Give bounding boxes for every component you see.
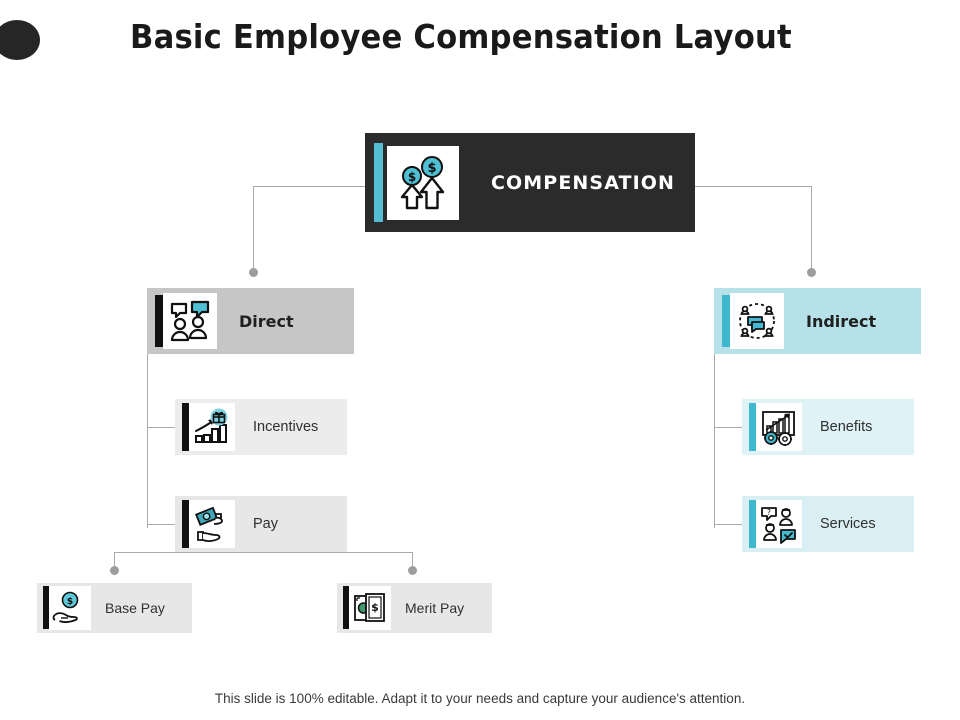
connector-comp-to-direct-horizontal: [253, 186, 365, 187]
node-compensation[interactable]: $ $ COMPENSATION: [365, 133, 695, 232]
node-label-merit-pay: Merit Pay: [405, 600, 465, 616]
chart-gears-icon: [756, 403, 802, 451]
connector-indirect-to-benefits: [714, 427, 742, 428]
accent-bar-services: [749, 500, 756, 548]
connector-dot-meritpay: [408, 566, 417, 575]
connector-direct-spine: [147, 354, 148, 528]
connector-dot-basepay: [110, 566, 119, 575]
node-label-pay: Pay: [253, 516, 278, 532]
node-label-compensation: COMPENSATION: [491, 171, 676, 194]
page-title: Basic Employee Compensation Layout: [130, 17, 792, 56]
node-label-direct: Direct: [239, 311, 294, 331]
connector-comp-to-indirect-vertical: [811, 186, 812, 270]
node-label-benefits: Benefits: [820, 419, 873, 435]
node-pay[interactable]: Pay: [175, 496, 347, 552]
node-label-incentives: Incentives: [253, 419, 319, 435]
connector-pay-split-horizontal: [114, 552, 413, 553]
hands-exchange-money-icon: [189, 500, 235, 548]
node-indirect[interactable]: Indirect: [714, 288, 921, 354]
svg-text:?: ?: [767, 508, 771, 517]
footer-note: This slide is 100% editable. Adapt it to…: [214, 691, 746, 706]
connector-indirect-spine: [714, 354, 715, 528]
node-direct[interactable]: Direct: [147, 288, 354, 354]
node-label-services: Services: [820, 516, 876, 532]
accent-bar-indirect: [722, 295, 730, 347]
accent-bar-compensation: [374, 143, 383, 222]
svg-text:$: $: [371, 601, 379, 614]
money-growth-arrows-icon: $ $: [387, 145, 459, 220]
node-benefits[interactable]: Benefits: [742, 399, 914, 455]
svg-text:$: $: [408, 170, 416, 184]
node-label-base-pay: Base Pay: [105, 600, 165, 616]
accent-bar-benefits: [749, 403, 756, 451]
node-merit-pay[interactable]: $ Merit Pay: [337, 583, 492, 633]
svg-text:$: $: [427, 161, 436, 176]
node-base-pay[interactable]: $ Base Pay: [37, 583, 192, 633]
accent-bar-base-pay: [43, 586, 49, 629]
node-services[interactable]: ? Services: [742, 496, 914, 552]
connector-indirect-to-services: [714, 524, 742, 525]
connector-dot-direct: [249, 268, 258, 277]
svg-text:$: $: [67, 597, 73, 607]
accent-bar-incentives: [182, 403, 189, 451]
node-incentives[interactable]: Incentives: [175, 399, 347, 455]
connector-dot-indirect: [807, 268, 816, 277]
connector-direct-to-incentives: [147, 427, 175, 428]
connector-pay-to-basepay-vertical: [114, 552, 115, 570]
connector-pay-to-meritpay-vertical: [412, 552, 413, 570]
connector-comp-to-indirect-horizontal: [695, 186, 811, 187]
two-people-speech-bubbles-icon: [163, 293, 217, 349]
cash-banknotes-icon: $: [349, 586, 391, 630]
accent-bar-direct: [155, 295, 163, 347]
accent-bar-pay: [182, 500, 189, 548]
connector-comp-to-direct-vertical: [253, 186, 254, 270]
node-label-indirect: Indirect: [806, 311, 877, 331]
team-circle-chat-icon: [730, 293, 784, 349]
hand-dollar-coin-icon: $: [49, 586, 91, 630]
connector-direct-to-pay: [147, 524, 175, 525]
support-people-chat-icon: ?: [756, 500, 802, 548]
bar-chart-gift-icon: [189, 403, 235, 451]
decorative-corner-circle: [0, 20, 40, 60]
accent-bar-merit-pay: [343, 586, 349, 629]
